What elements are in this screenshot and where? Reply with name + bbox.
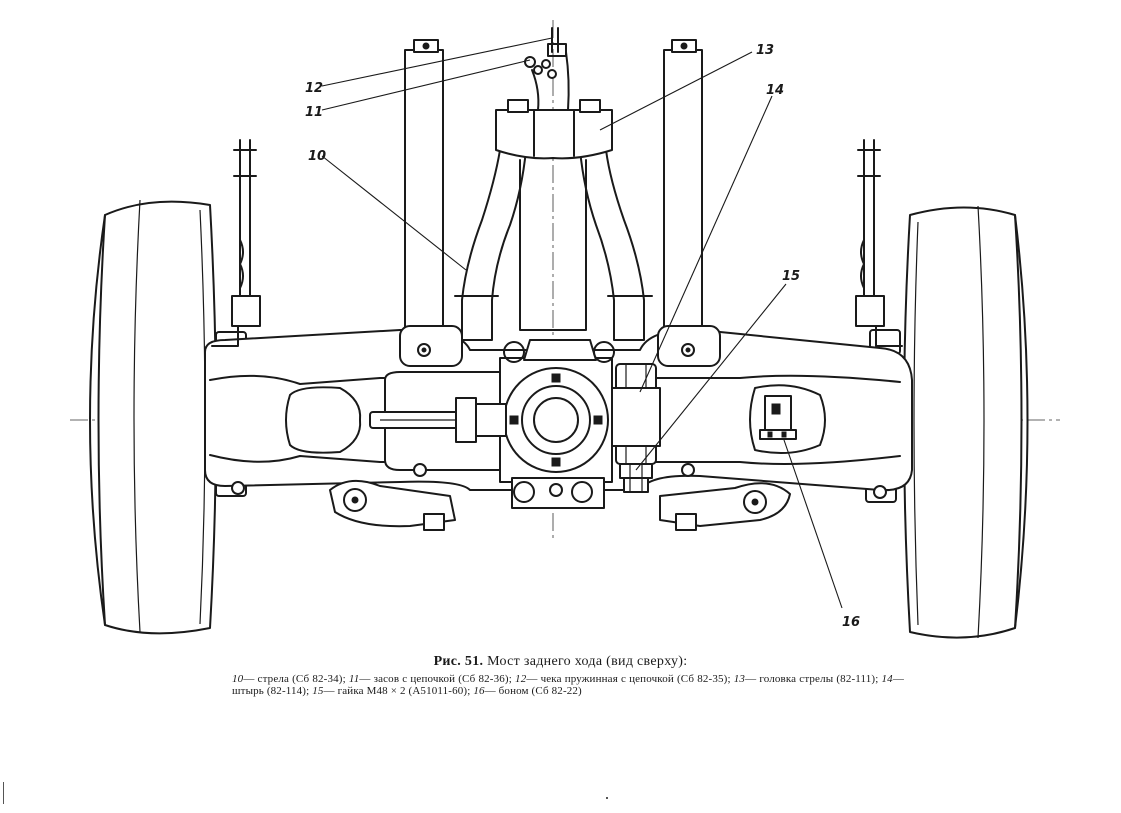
legend-item-14: 14— штырь (82-114); (232, 673, 904, 697)
figure-caption: Рис. 51. Мост заднего хода (вид сверху): (0, 654, 1121, 670)
legend-item-11: 11— засов с цепочкой (Сб 82-36); (348, 673, 512, 685)
boom-head-part-13 (495, 99, 613, 160)
left-lower-bracket (329, 479, 456, 531)
axle-bolts (231, 463, 887, 499)
pin-part-14 (611, 363, 661, 465)
boom-part-10 (454, 149, 653, 341)
callout-13: 13 (756, 43, 774, 58)
right-lower-bracket (659, 482, 791, 531)
nut-part-15 (619, 463, 653, 493)
right-control-linkage (855, 139, 903, 347)
callout-16: 16 (842, 615, 860, 630)
callout-12: 12 (305, 81, 323, 96)
figure-number: Рис. 51. (433, 654, 484, 669)
rear-axle-drawing: 12 11 10 13 14 15 16 (70, 20, 1060, 639)
scan-mark (3, 782, 4, 804)
legend-item-16: 16— боном (Сб 82-22) (473, 685, 582, 697)
right-boom-tube (657, 39, 721, 367)
callout-10: 10 (308, 149, 326, 164)
left-control-linkage (211, 139, 261, 347)
callout-11: 11 (305, 105, 323, 120)
legend-item-13: 13— головка стрелы (82-111); (733, 673, 879, 685)
bonom-part-16 (759, 395, 797, 440)
legend-item-15: 15— гайка М48 × 2 (А51011-60); (312, 685, 471, 697)
latch-part-11 (524, 56, 557, 111)
legend-item-10: 10— стрела (Сб 82-34); (232, 673, 346, 685)
left-wheel (89, 199, 217, 635)
central-pivot-assembly (369, 339, 615, 509)
left-boom-tube (399, 39, 463, 367)
cotter-part-12 (547, 27, 570, 111)
right-wheel (903, 205, 1029, 639)
scan-dot (606, 797, 608, 799)
figure-legend: 10— стрела (Сб 82-34); 11— засов с цепоч… (232, 673, 904, 697)
legend-item-12: 12— чека пружинная с цепочкой (Сб 82-35)… (515, 673, 731, 685)
figure-title: Мост заднего хода (вид сверху): (487, 654, 688, 669)
callout-15: 15 (782, 269, 800, 284)
callout-leaders (321, 37, 843, 609)
callout-14: 14 (766, 83, 784, 98)
